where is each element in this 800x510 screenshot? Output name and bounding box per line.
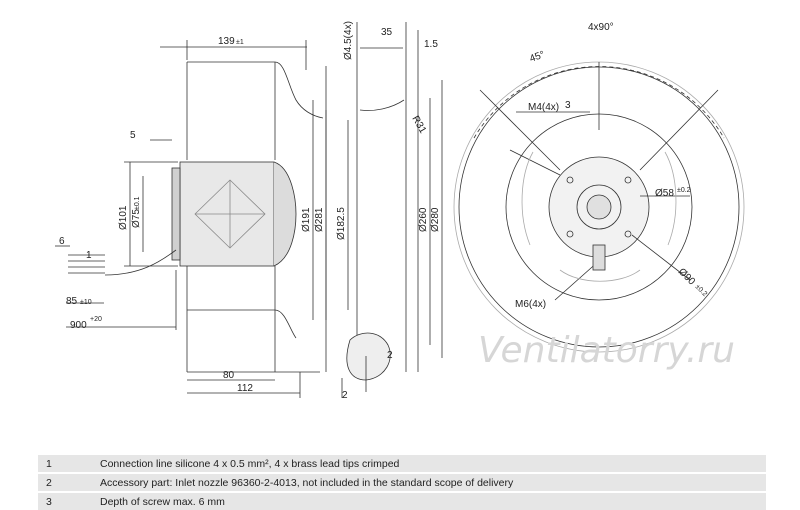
dim-1-5: 1.5 bbox=[424, 39, 438, 50]
dim-thread-m4: M4(4x) bbox=[528, 102, 559, 113]
dim-900-tol: +20 bbox=[90, 316, 102, 323]
dim-dia-260: Ø260 bbox=[418, 207, 429, 232]
side-view bbox=[55, 22, 443, 398]
dim-dia-90-tol: ±0.2 bbox=[694, 283, 709, 298]
dim-thread-m6: M6(4x) bbox=[515, 299, 546, 310]
side-view-labels: 139 ±1 Ø4.5(4x) 35 1.5 5 R31 Ø101 Ø75 ±0… bbox=[59, 21, 441, 401]
note-text: Accessory part: Inlet nozzle 96360-2-401… bbox=[100, 476, 514, 489]
dim-dia-281: Ø281 bbox=[314, 207, 325, 232]
note-text: Connection line silicone 4 x 0.5 mm², 4 … bbox=[100, 457, 400, 470]
dim-85-tol: ±10 bbox=[80, 299, 92, 306]
watermark-text: Ventilatorry.ru bbox=[478, 330, 735, 371]
dim-dia-75-tol: ±0.1 bbox=[134, 196, 141, 210]
notes-table: 1 Connection line silicone 4 x 0.5 mm², … bbox=[38, 455, 766, 510]
dim-dia-280: Ø280 bbox=[430, 207, 441, 232]
note-number: 1 bbox=[46, 457, 52, 470]
dim-85: 85 bbox=[66, 296, 78, 307]
dim-139: 139 bbox=[218, 36, 235, 47]
note-text: Depth of screw max. 6 mm bbox=[100, 495, 225, 508]
dim-5: 5 bbox=[130, 130, 136, 141]
callout-1: 1 bbox=[86, 250, 92, 261]
callout-2-bottom: 2 bbox=[342, 390, 348, 401]
dim-dia-75: Ø75 bbox=[131, 209, 142, 228]
dim-dia-58-tol: ±0.2 bbox=[677, 187, 691, 194]
callout-3: 3 bbox=[565, 100, 571, 111]
dim-hole-4-5: Ø4.5(4x) bbox=[343, 21, 354, 60]
dim-900: 900 bbox=[70, 320, 87, 331]
dim-35: 35 bbox=[381, 27, 393, 38]
dim-angle-45: 45° bbox=[528, 49, 546, 65]
dim-dia-58: Ø58 bbox=[655, 188, 674, 199]
note-row: 1 Connection line silicone 4 x 0.5 mm², … bbox=[38, 455, 766, 473]
dim-112: 112 bbox=[237, 383, 253, 394]
front-view bbox=[453, 61, 745, 353]
dim-r31: R31 bbox=[409, 114, 428, 136]
note-number: 2 bbox=[46, 476, 52, 489]
note-number: 3 bbox=[46, 495, 52, 508]
callout-2-right: 2 bbox=[387, 350, 393, 361]
dim-80: 80 bbox=[223, 370, 235, 381]
dim-dia-90: Ø90 bbox=[676, 266, 697, 287]
note-row: 3 Depth of screw max. 6 mm bbox=[38, 492, 766, 510]
dim-dia-182-5: Ø182.5 bbox=[336, 207, 347, 240]
dim-139-tol: ±1 bbox=[236, 39, 244, 46]
dim-dia-101: Ø101 bbox=[118, 205, 129, 230]
dim-dia-191: Ø191 bbox=[301, 207, 312, 232]
technical-drawing: 139 ±1 Ø4.5(4x) 35 1.5 5 R31 Ø101 Ø75 ±0… bbox=[55, 21, 745, 401]
dim-angle-4x90: 4x90° bbox=[588, 22, 614, 33]
dim-lead-6: 6 bbox=[59, 236, 65, 247]
note-row: 2 Accessory part: Inlet nozzle 96360-2-4… bbox=[38, 473, 766, 492]
